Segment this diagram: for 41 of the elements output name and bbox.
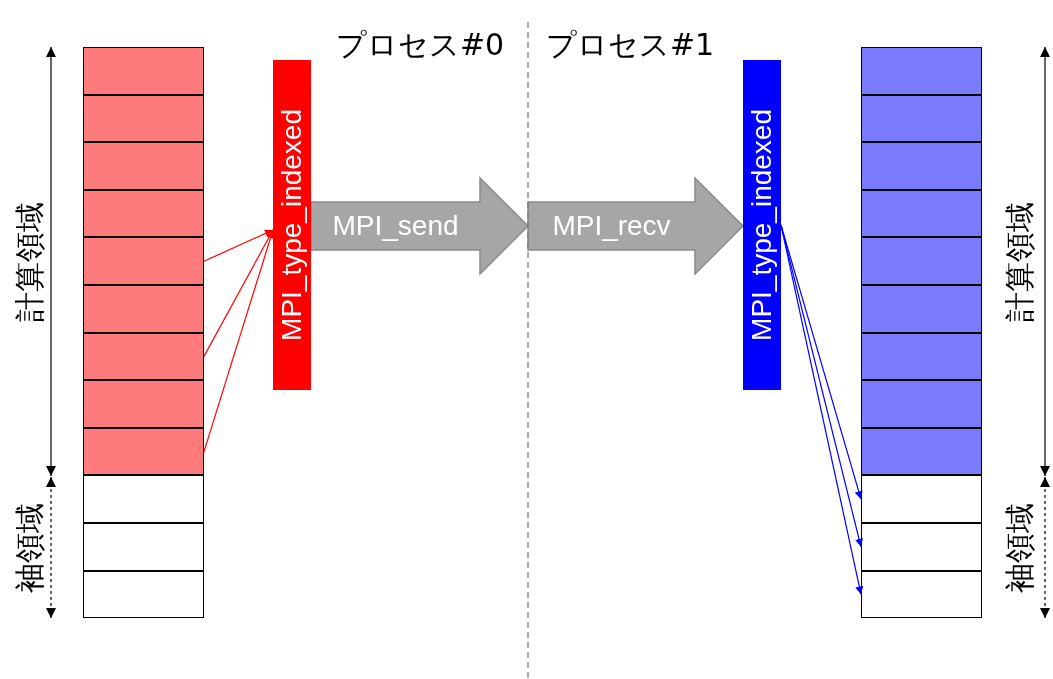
arrow bbox=[203, 229, 275, 453]
memory-cell bbox=[83, 94, 204, 143]
memory-cell bbox=[83, 189, 204, 238]
memory-cell bbox=[83, 142, 204, 190]
memory-cell bbox=[83, 427, 204, 476]
memory-cell bbox=[861, 475, 982, 523]
datatype-label: MPI_type_indexed bbox=[746, 109, 778, 341]
memory-cell bbox=[861, 380, 982, 428]
process-heading: プロセス#0 bbox=[335, 28, 505, 62]
memory-cell bbox=[861, 94, 982, 143]
memory-cell bbox=[861, 142, 982, 190]
memory-cell bbox=[861, 332, 982, 381]
region-label: 袖領域 bbox=[1003, 503, 1037, 593]
datatype-label: MPI_type_indexed bbox=[276, 109, 308, 341]
memory-cell bbox=[83, 285, 204, 333]
region-label: 計算領域 bbox=[1003, 202, 1037, 322]
block-arrow bbox=[310, 176, 530, 276]
memory-cell bbox=[861, 427, 982, 476]
memory-cell bbox=[861, 285, 982, 333]
arrow-label: MPI_send bbox=[331, 209, 460, 243]
memory-cell bbox=[83, 332, 204, 381]
memory-cell bbox=[83, 47, 204, 95]
memory-cell bbox=[83, 475, 204, 523]
process-heading: プロセス#1 bbox=[545, 28, 715, 62]
memory-cell bbox=[861, 189, 982, 238]
region-label: 袖領域 bbox=[13, 503, 47, 593]
block-arrow bbox=[527, 176, 745, 276]
arrow bbox=[203, 229, 274, 262]
memory-cell bbox=[83, 570, 204, 619]
region-label: 計算領域 bbox=[13, 202, 47, 322]
arrow bbox=[203, 229, 274, 357]
memory-cell bbox=[83, 237, 204, 285]
memory-cell bbox=[861, 523, 982, 571]
memory-cell bbox=[861, 570, 982, 619]
memory-cell bbox=[83, 380, 204, 428]
datatype-box bbox=[273, 60, 311, 390]
datatype-box bbox=[743, 60, 781, 390]
memory-cell bbox=[861, 237, 982, 285]
arrow-label: MPI_recv bbox=[551, 209, 672, 243]
memory-cell bbox=[861, 47, 982, 95]
memory-cell bbox=[83, 523, 204, 571]
